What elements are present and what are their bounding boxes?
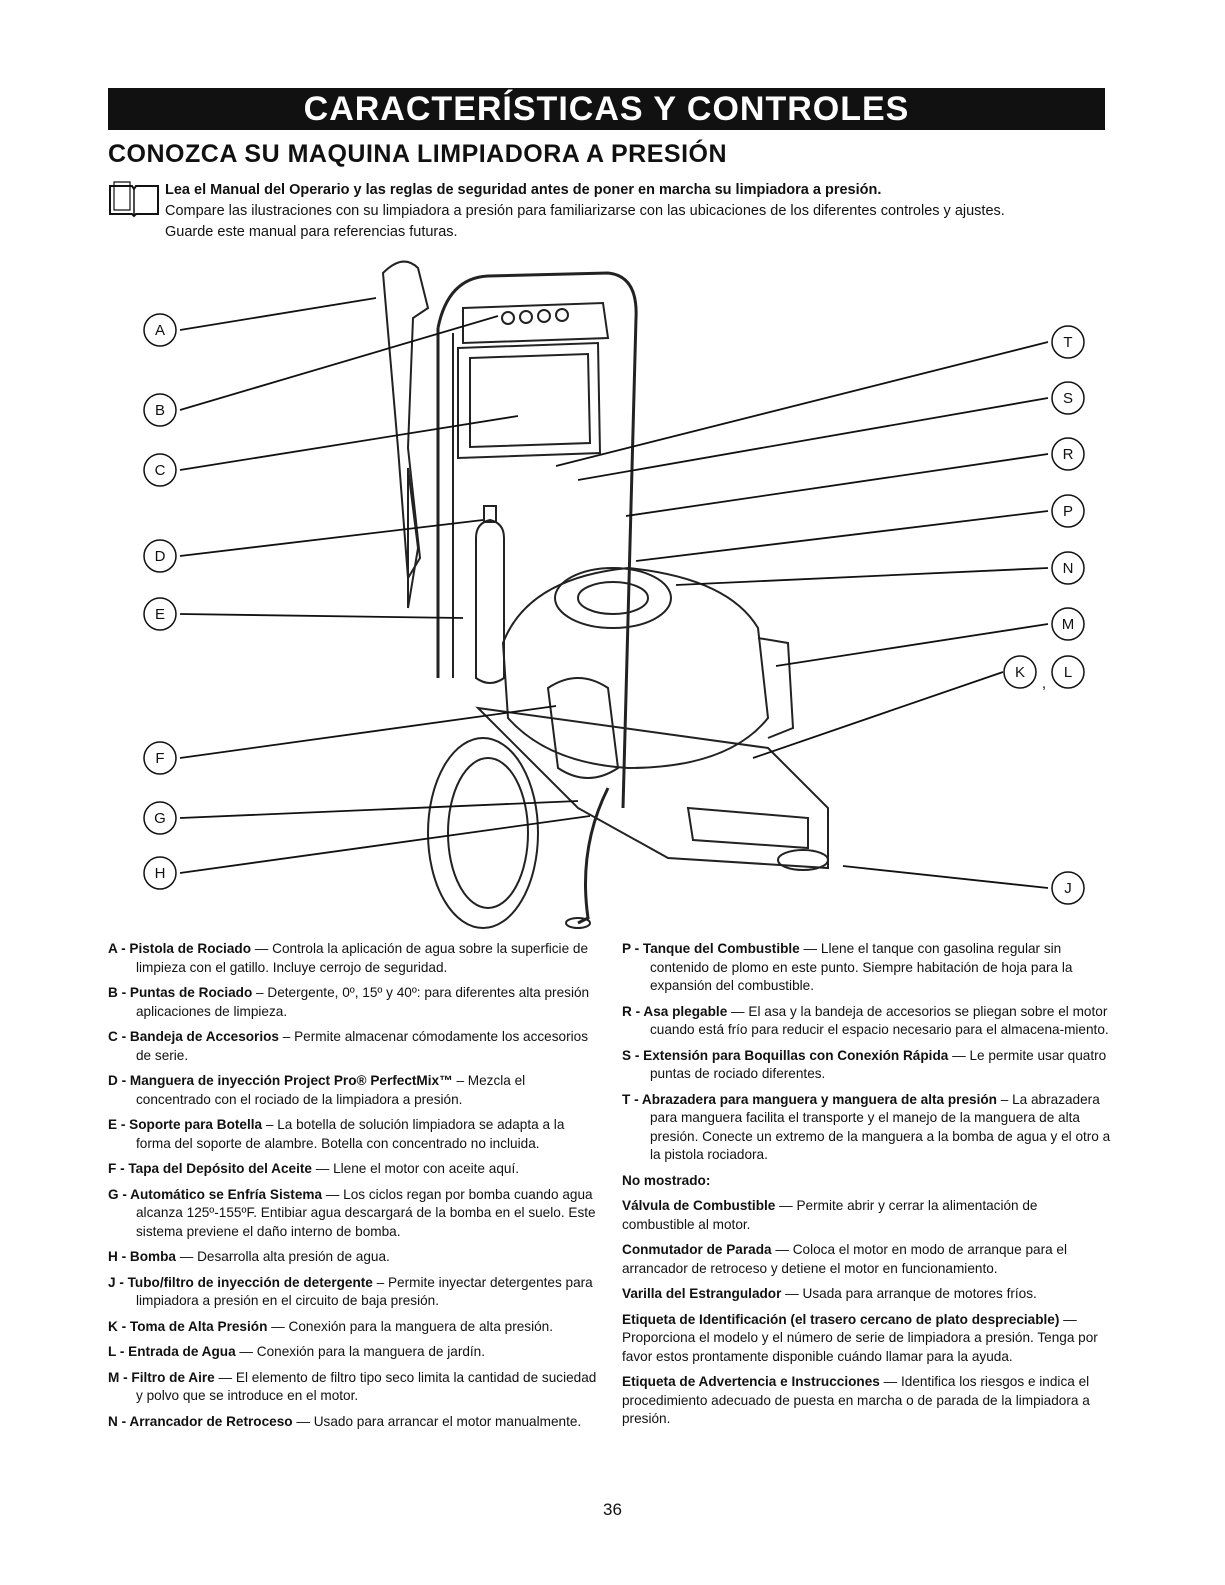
- list-item: D - Manguera de inyección Project Pro® P…: [108, 1073, 526, 1107]
- list-item: B - Puntas de Rociado – Detergente, 0º, …: [108, 985, 590, 1019]
- list-item: E - Soporte para Botella – La botella de…: [108, 1117, 565, 1151]
- callout-r: R: [1063, 446, 1074, 463]
- callout-m: M: [1062, 616, 1075, 633]
- list-item: M - Filtro de Aire — El elemento de filt…: [108, 1369, 597, 1404]
- callout-a: A: [155, 322, 165, 339]
- callout-g: G: [154, 810, 166, 827]
- callout-t: T: [1063, 334, 1072, 351]
- callout-circles: [143, 313, 1085, 905]
- list-item: S - Extensión para Boquillas con Conexió…: [622, 1047, 1107, 1082]
- list-item: Etiqueta de Identificación (el trasero c…: [622, 1311, 1098, 1364]
- list-item: H - Bomba — Desarrolla alta presión de a…: [108, 1249, 390, 1264]
- callout-b: B: [155, 402, 165, 419]
- section-banner: CARACTERÍSTICAS Y CONTROLES: [108, 88, 1105, 130]
- parts-list-right: P - Tanque del Combustible — Llene el ta…: [622, 940, 1112, 1436]
- list-item: K - Toma de Alta Presión — Conexión para…: [108, 1318, 554, 1334]
- callout-s: S: [1063, 390, 1073, 407]
- list-item: Etiqueta de Advertencia e Instrucciones …: [622, 1374, 1090, 1426]
- callout-e: E: [155, 606, 165, 623]
- list-item: L - Entrada de Agua — Conexión para la m…: [108, 1344, 486, 1359]
- intro-text: Lea el Manual del Operario y las reglas …: [165, 180, 1115, 243]
- list-item: F - Tapa del Depósito del Aceite — Llene…: [108, 1161, 519, 1176]
- pressure-washer-drawing: [381, 260, 829, 929]
- parts-list-left: A - Pistola de Rociado — Controla la apl…: [108, 940, 598, 1438]
- callout-d: D: [155, 548, 166, 565]
- callout-j: J: [1064, 880, 1072, 897]
- callout-leader-lines: [179, 297, 1049, 889]
- list-item: A - Pistola de Rociado — Controla la apl…: [108, 941, 589, 975]
- page-number: 36: [603, 1500, 622, 1519]
- not-shown-heading: No mostrado:: [622, 1172, 711, 1188]
- intro-line-1: Lea el Manual del Operario y las reglas …: [165, 182, 882, 198]
- pressure-washer-diagram: A B C D E F G H T S R P N M K , L J: [143, 260, 1085, 929]
- intro-line-2: Compare las ilustraciones con su limpiad…: [165, 203, 1005, 219]
- callout-k: K: [1015, 664, 1025, 681]
- list-item: Varilla del Estrangulador — Usada para a…: [622, 1286, 1037, 1301]
- list-item: R - Asa plegable — El asa y la bandeja d…: [622, 1003, 1109, 1038]
- list-item: N - Arrancador de Retroceso — Usado para…: [108, 1413, 582, 1429]
- list-item: P - Tanque del Combustible — Llene el ta…: [622, 941, 1073, 993]
- list-item: Válvula de Combustible — Permite abrir y…: [622, 1198, 1038, 1232]
- list-item: T - Abrazadera para manguera y manguera …: [622, 1091, 1111, 1163]
- book-icon: [109, 181, 159, 218]
- list-item: C - Bandeja de Accesorios – Permite alma…: [108, 1029, 589, 1063]
- intro-line-3: Guarde este manual para referencias futu…: [165, 224, 458, 240]
- list-item: G - Automático se Enfría Sistema — Los c…: [108, 1186, 596, 1239]
- callout-separator: ,: [1042, 675, 1046, 692]
- callout-c: C: [155, 462, 166, 479]
- list-item: Conmutador de Parada — Coloca el motor e…: [622, 1242, 1068, 1276]
- callout-h: H: [155, 865, 166, 882]
- callout-l: L: [1064, 664, 1072, 681]
- list-item: J - Tubo/filtro de inyección de detergen…: [108, 1274, 593, 1309]
- callout-n: N: [1063, 560, 1074, 577]
- page-title: CONOZCA SU MAQUINA LIMPIADORA A PRESIÓN: [108, 140, 728, 168]
- callout-p: P: [1063, 503, 1073, 520]
- callout-labels: A B C D E F G H T S R P N M K , L J: [154, 322, 1074, 897]
- callout-f: F: [155, 750, 164, 767]
